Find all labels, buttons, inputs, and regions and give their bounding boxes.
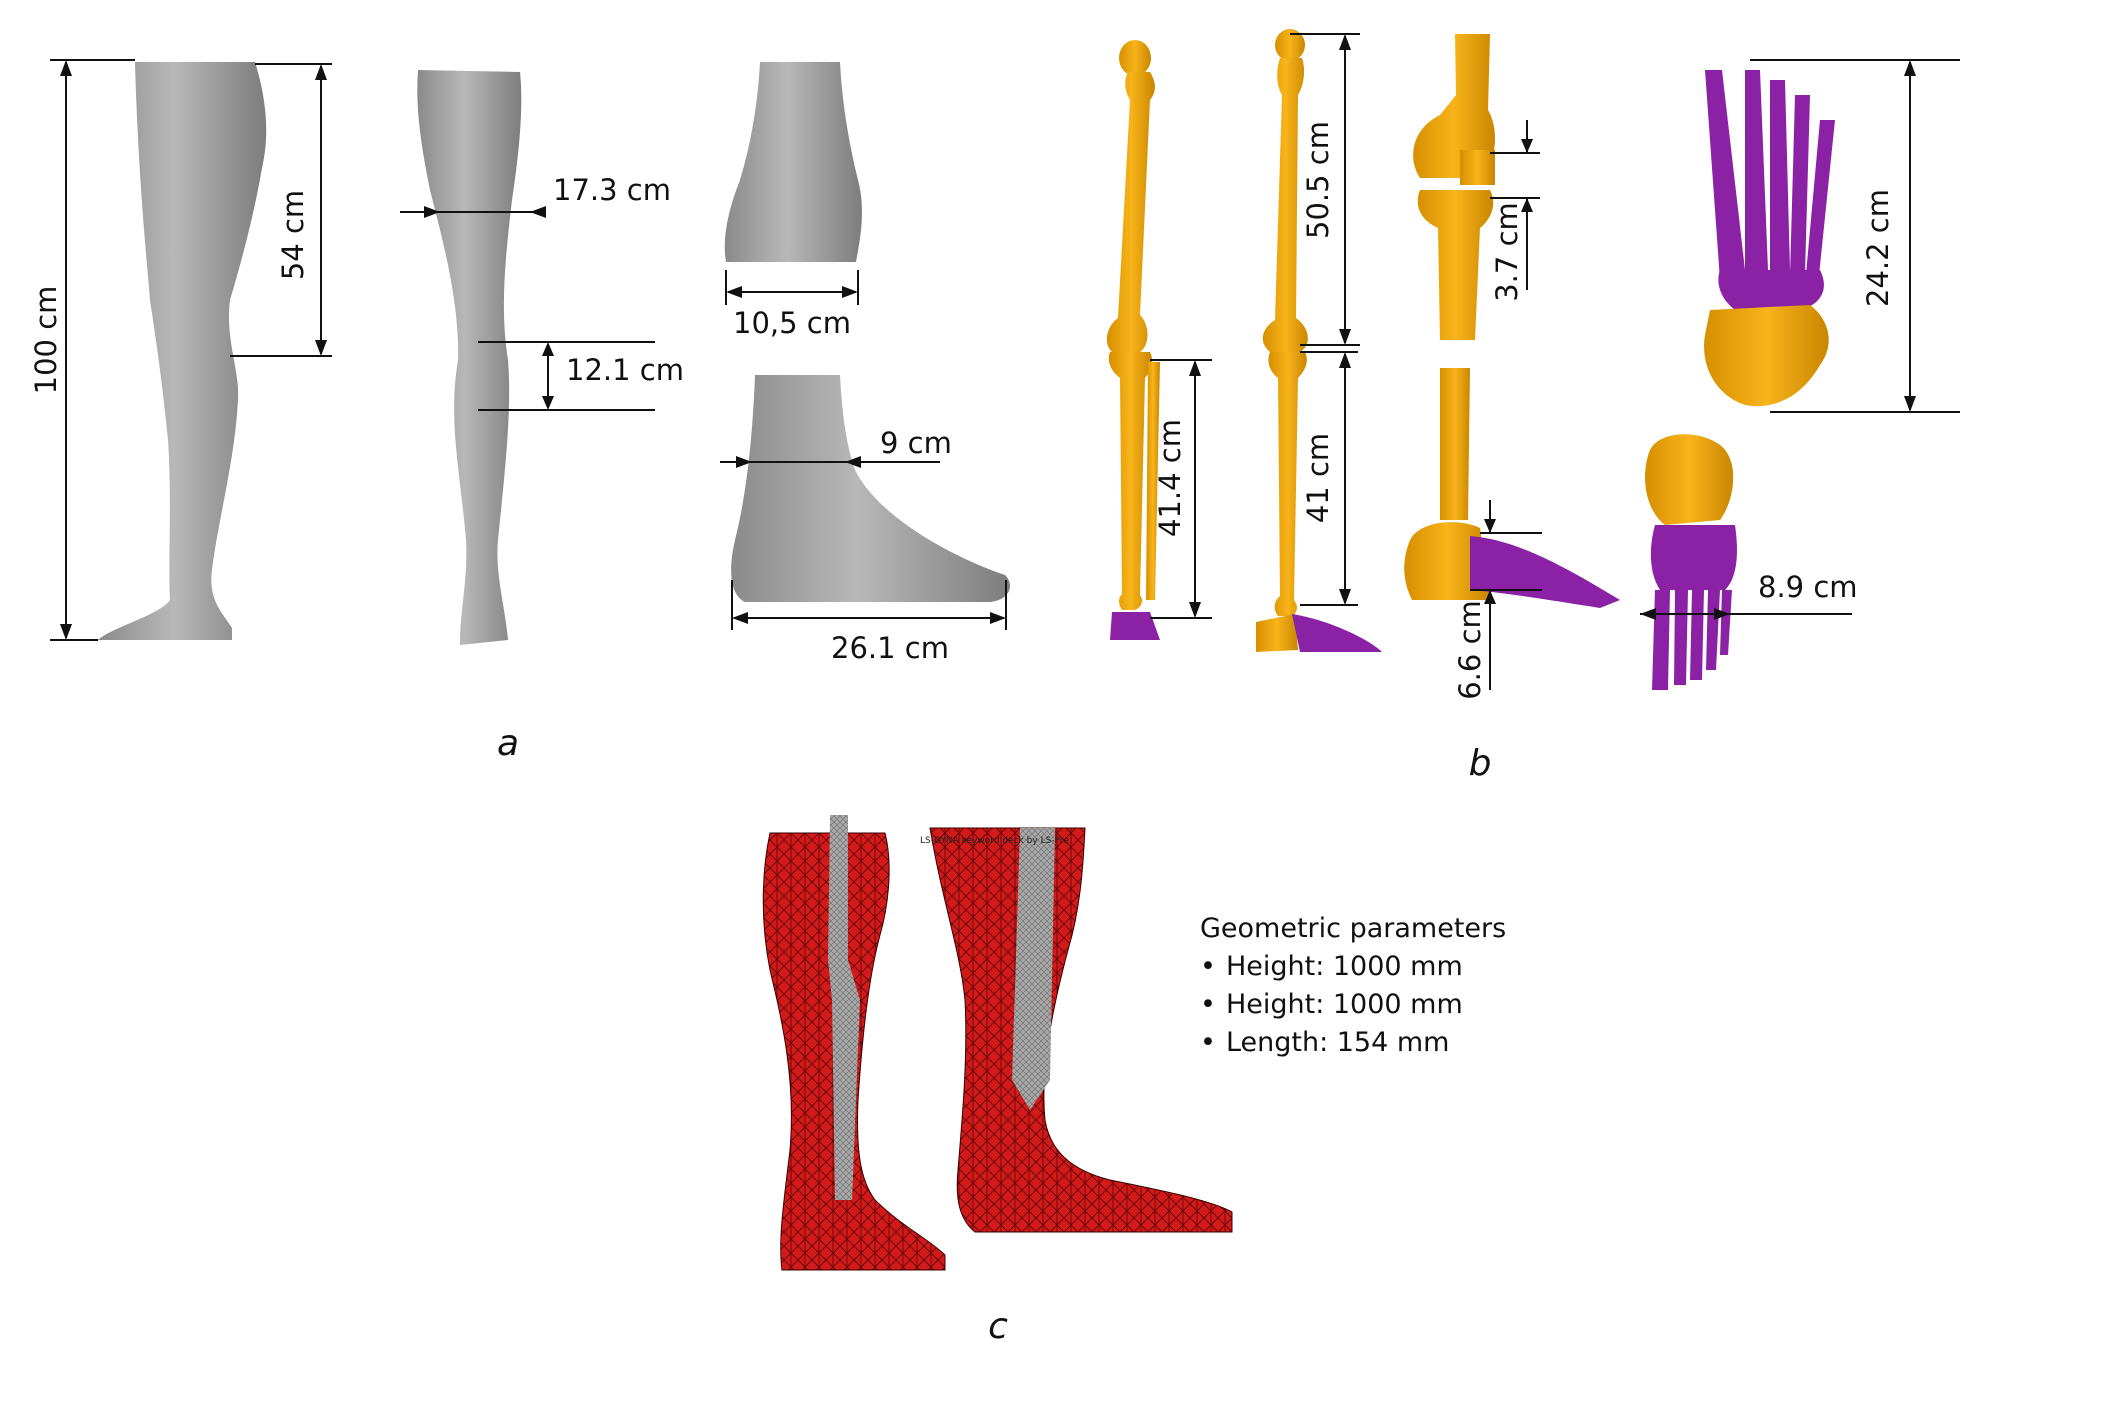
label-tibia-front: 41.4 cm <box>1153 419 1187 537</box>
mesh-leg-front <box>929 827 1233 1233</box>
panel-a-letter: a <box>497 723 519 764</box>
leg-side-view <box>98 62 267 640</box>
dim-ankle-width: 10,5 cm <box>725 270 859 340</box>
dim-femur: 50.5 cm <box>1290 33 1360 346</box>
label-knee-height: 12.1 cm <box>566 353 684 387</box>
label-knee-gap: 3.7 cm <box>1490 202 1524 302</box>
dim-foot-bone-width: 8.9 cm <box>1640 570 1858 620</box>
param-item: Length: 154 mm <box>1200 1024 1506 1062</box>
dim-ankle-height: 6.6 cm <box>1453 500 1542 700</box>
foot-bottom-view <box>1645 434 1737 690</box>
panel-b: 41.4 cm 50.5 cm 41 cm <box>1106 29 1960 784</box>
dim-knee-gap: 3.7 cm <box>1490 120 1540 302</box>
knee-closeup <box>1413 34 1495 340</box>
dim-thigh-width: 17.3 cm <box>400 173 671 218</box>
params-list: Height: 1000 mm Height: 1000 mm Length: … <box>1200 948 1506 1062</box>
label-foot-bone-width: 8.9 cm <box>1758 570 1858 604</box>
label-ankle-depth: 9 cm <box>880 426 952 460</box>
dim-leg-height: 100 cm <box>29 59 135 641</box>
label-ankle-width: 10,5 cm <box>733 306 851 340</box>
leg-front-view <box>417 70 522 645</box>
param-item: Height: 1000 mm <box>1200 986 1506 1024</box>
skeleton-side-view <box>1256 29 1382 652</box>
label-foot-length: 26.1 cm <box>831 631 949 665</box>
foot-side-view <box>731 375 1010 602</box>
ankle-closeup <box>1404 368 1620 608</box>
panel-b-letter: b <box>1469 743 1492 784</box>
dim-knee-height: 12.1 cm <box>478 341 684 411</box>
ankle-front-view <box>724 62 862 262</box>
mesh-implant-side <box>828 815 860 1200</box>
dim-tibia-side: 41 cm <box>1300 351 1358 606</box>
label-thigh-width: 17.3 cm <box>553 173 671 207</box>
dim-foot-bone-length: 24.2 cm <box>1750 59 1960 413</box>
panel-c-letter: c <box>988 1306 1008 1347</box>
dim-foot-length: 26.1 cm <box>731 580 1007 665</box>
dim-tibia-front: 41.4 cm <box>1150 359 1212 619</box>
param-item: Height: 1000 mm <box>1200 948 1506 986</box>
mesh-implant-front <box>1012 828 1055 1110</box>
skeleton-front-view <box>1106 40 1160 640</box>
mesh-header-caption: LS-DYNA keyword deck by LS-Pre <box>920 836 1069 846</box>
dim-ankle-depth: 9 cm <box>720 426 952 468</box>
dim-thigh-length: 54 cm <box>230 63 332 357</box>
panel-c: LS-DYNA keyword deck by LS-Pre c <box>762 815 1233 1347</box>
label-foot-bone-length: 24.2 cm <box>1861 189 1895 307</box>
params-title: Geometric parameters <box>1200 913 1507 944</box>
label-femur: 50.5 cm <box>1301 121 1335 239</box>
label-leg-height: 100 cm <box>29 286 63 395</box>
panel-a: 100 cm 54 cm 17.3 cm 12.1 cm <box>29 59 1010 764</box>
foot-top-view <box>1704 70 1835 407</box>
geometric-parameters: Geometric parameters Height: 1000 mm Hei… <box>1200 910 1506 1062</box>
label-tibia-side: 41 cm <box>1301 433 1335 523</box>
label-ankle-height: 6.6 cm <box>1453 600 1487 700</box>
label-thigh-length: 54 cm <box>276 190 310 280</box>
